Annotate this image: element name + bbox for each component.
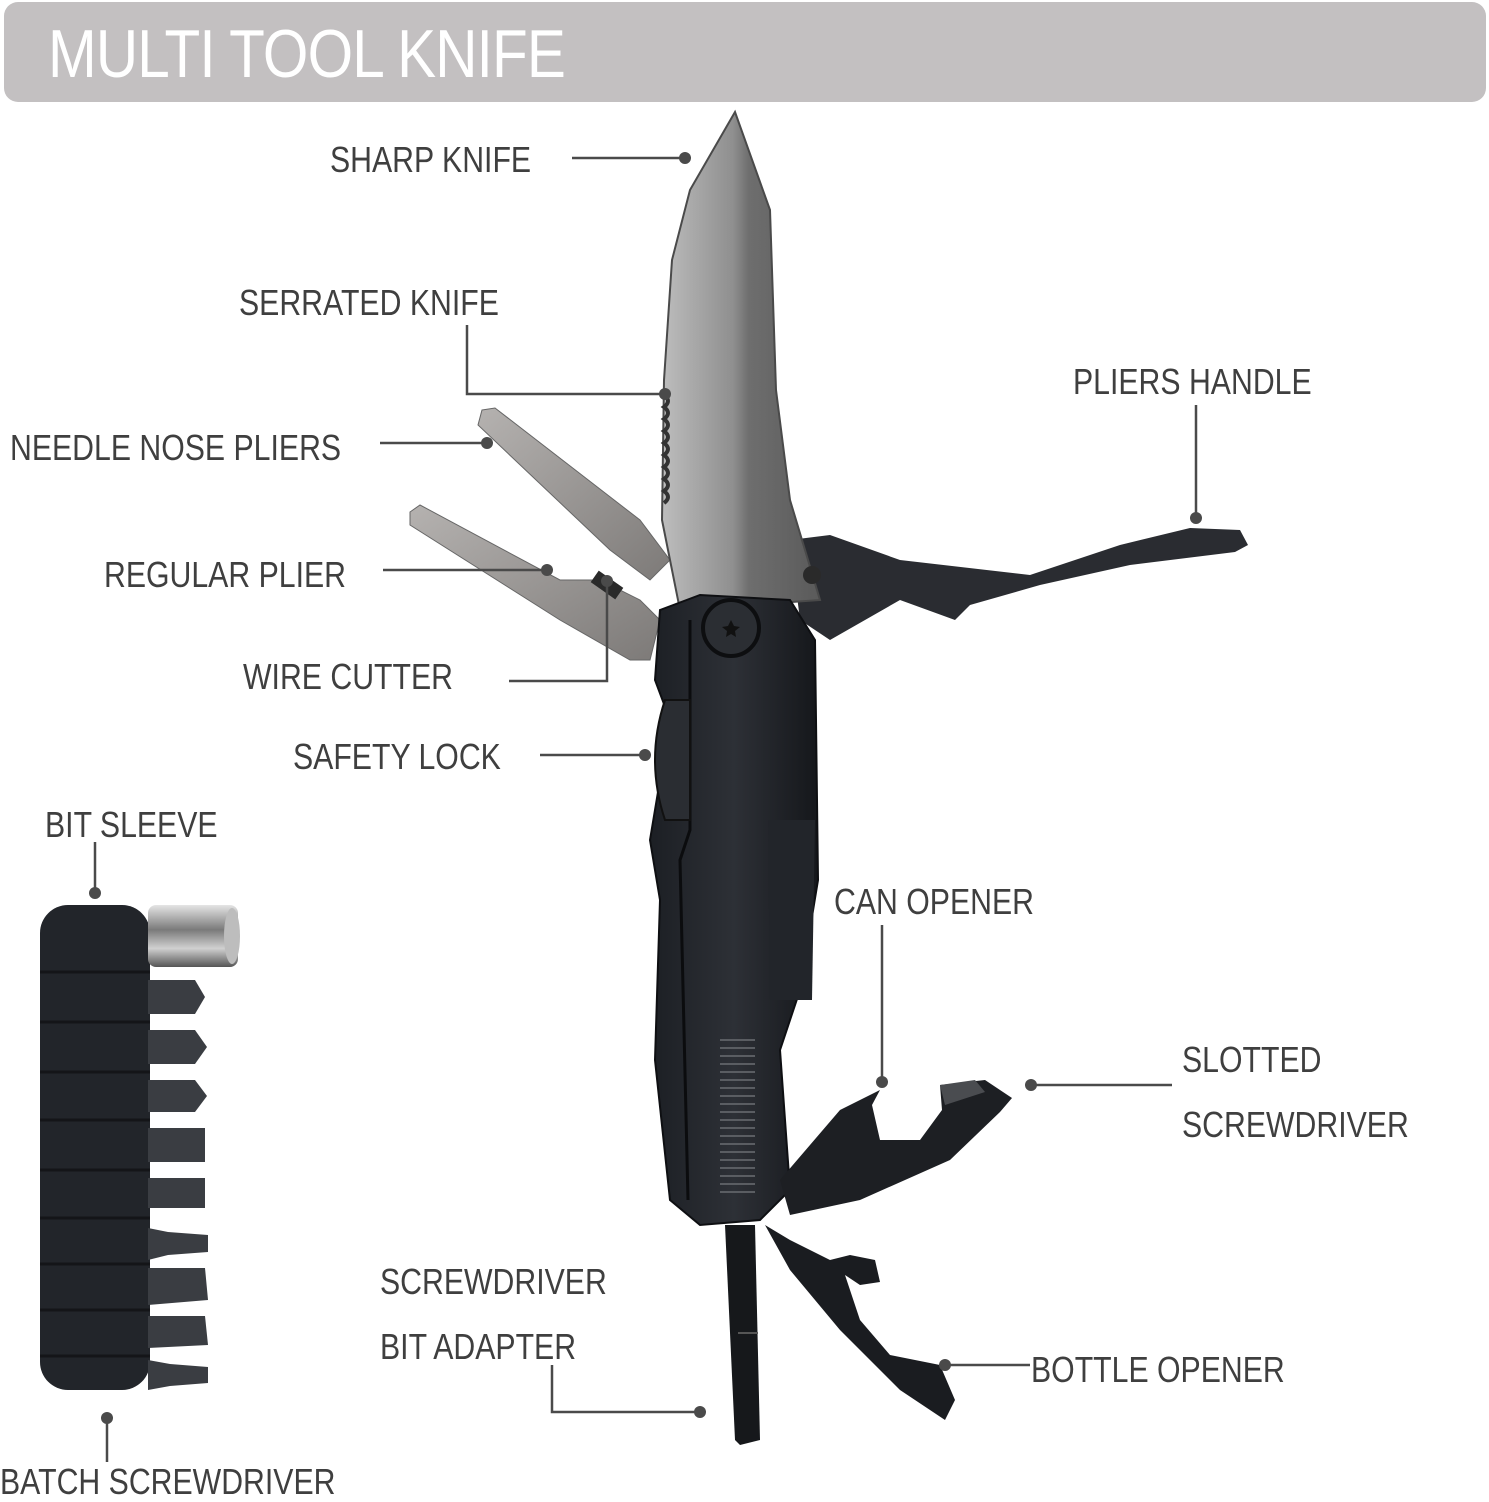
label-screwdriver-bit-adapter-line1: SCREWDRIVER bbox=[380, 1261, 607, 1302]
bit-adapter-shank bbox=[725, 1225, 760, 1445]
bit-set bbox=[40, 905, 240, 1390]
label-safety-lock: SAFETY LOCK bbox=[293, 736, 501, 777]
leader-wire-cutter bbox=[509, 583, 609, 683]
label-wire-cutter: WIRE CUTTER bbox=[243, 656, 453, 697]
bit-holder-strip bbox=[40, 905, 150, 1390]
slotted-screwdriver-tip bbox=[940, 1080, 985, 1105]
label-needle-nose-pliers: NEEDLE NOSE PLIERS bbox=[10, 427, 342, 468]
leader-serrated-knife bbox=[465, 325, 665, 396]
page-title: MULTI TOOL KNIFE bbox=[48, 16, 566, 92]
label-bit-sleeve: BIT SLEEVE bbox=[45, 804, 218, 845]
label-can-opener: CAN OPENER bbox=[834, 881, 1034, 922]
leader-dots bbox=[89, 152, 1202, 1424]
bit-sleeve-shape bbox=[148, 905, 238, 967]
pliers-handle-shape bbox=[790, 528, 1248, 640]
main-handle-body bbox=[648, 593, 820, 1227]
leader-bit-adapter bbox=[550, 1365, 700, 1414]
bottle-opener-arm bbox=[765, 1225, 955, 1420]
handle-panel bbox=[768, 820, 815, 1000]
label-batch-screwdriver: BATCH SCREWDRIVER bbox=[0, 1461, 336, 1502]
label-pliers-handle: PLIERS HANDLE bbox=[1073, 361, 1312, 402]
label-serrated-knife: SERRATED KNIFE bbox=[239, 282, 499, 323]
title-banner: MULTI TOOL KNIFE bbox=[4, 2, 1486, 102]
sharp-knife-blade bbox=[660, 109, 822, 612]
leader-lines bbox=[93, 156, 1198, 1462]
label-bottle-opener: BOTTLE OPENER bbox=[1031, 1349, 1285, 1390]
pivot-pin bbox=[803, 566, 821, 584]
label-slotted-screwdriver-line2: SCREWDRIVER bbox=[1182, 1104, 1409, 1145]
label-slotted-screwdriver-line1: SLOTTED bbox=[1182, 1039, 1322, 1080]
label-sharp-knife: SHARP KNIFE bbox=[330, 139, 532, 180]
serrated-edge bbox=[660, 393, 670, 505]
label-screwdriver-bit-adapter-line2: BIT ADAPTER bbox=[380, 1326, 577, 1367]
safety-lock-wheel bbox=[654, 699, 691, 821]
needle-nose-jaw bbox=[477, 407, 671, 581]
can-opener-arm bbox=[780, 1080, 1012, 1215]
torx-star bbox=[722, 620, 740, 637]
grip-ridges bbox=[720, 1039, 755, 1193]
label-regular-plier: REGULAR PLIER bbox=[104, 554, 346, 595]
